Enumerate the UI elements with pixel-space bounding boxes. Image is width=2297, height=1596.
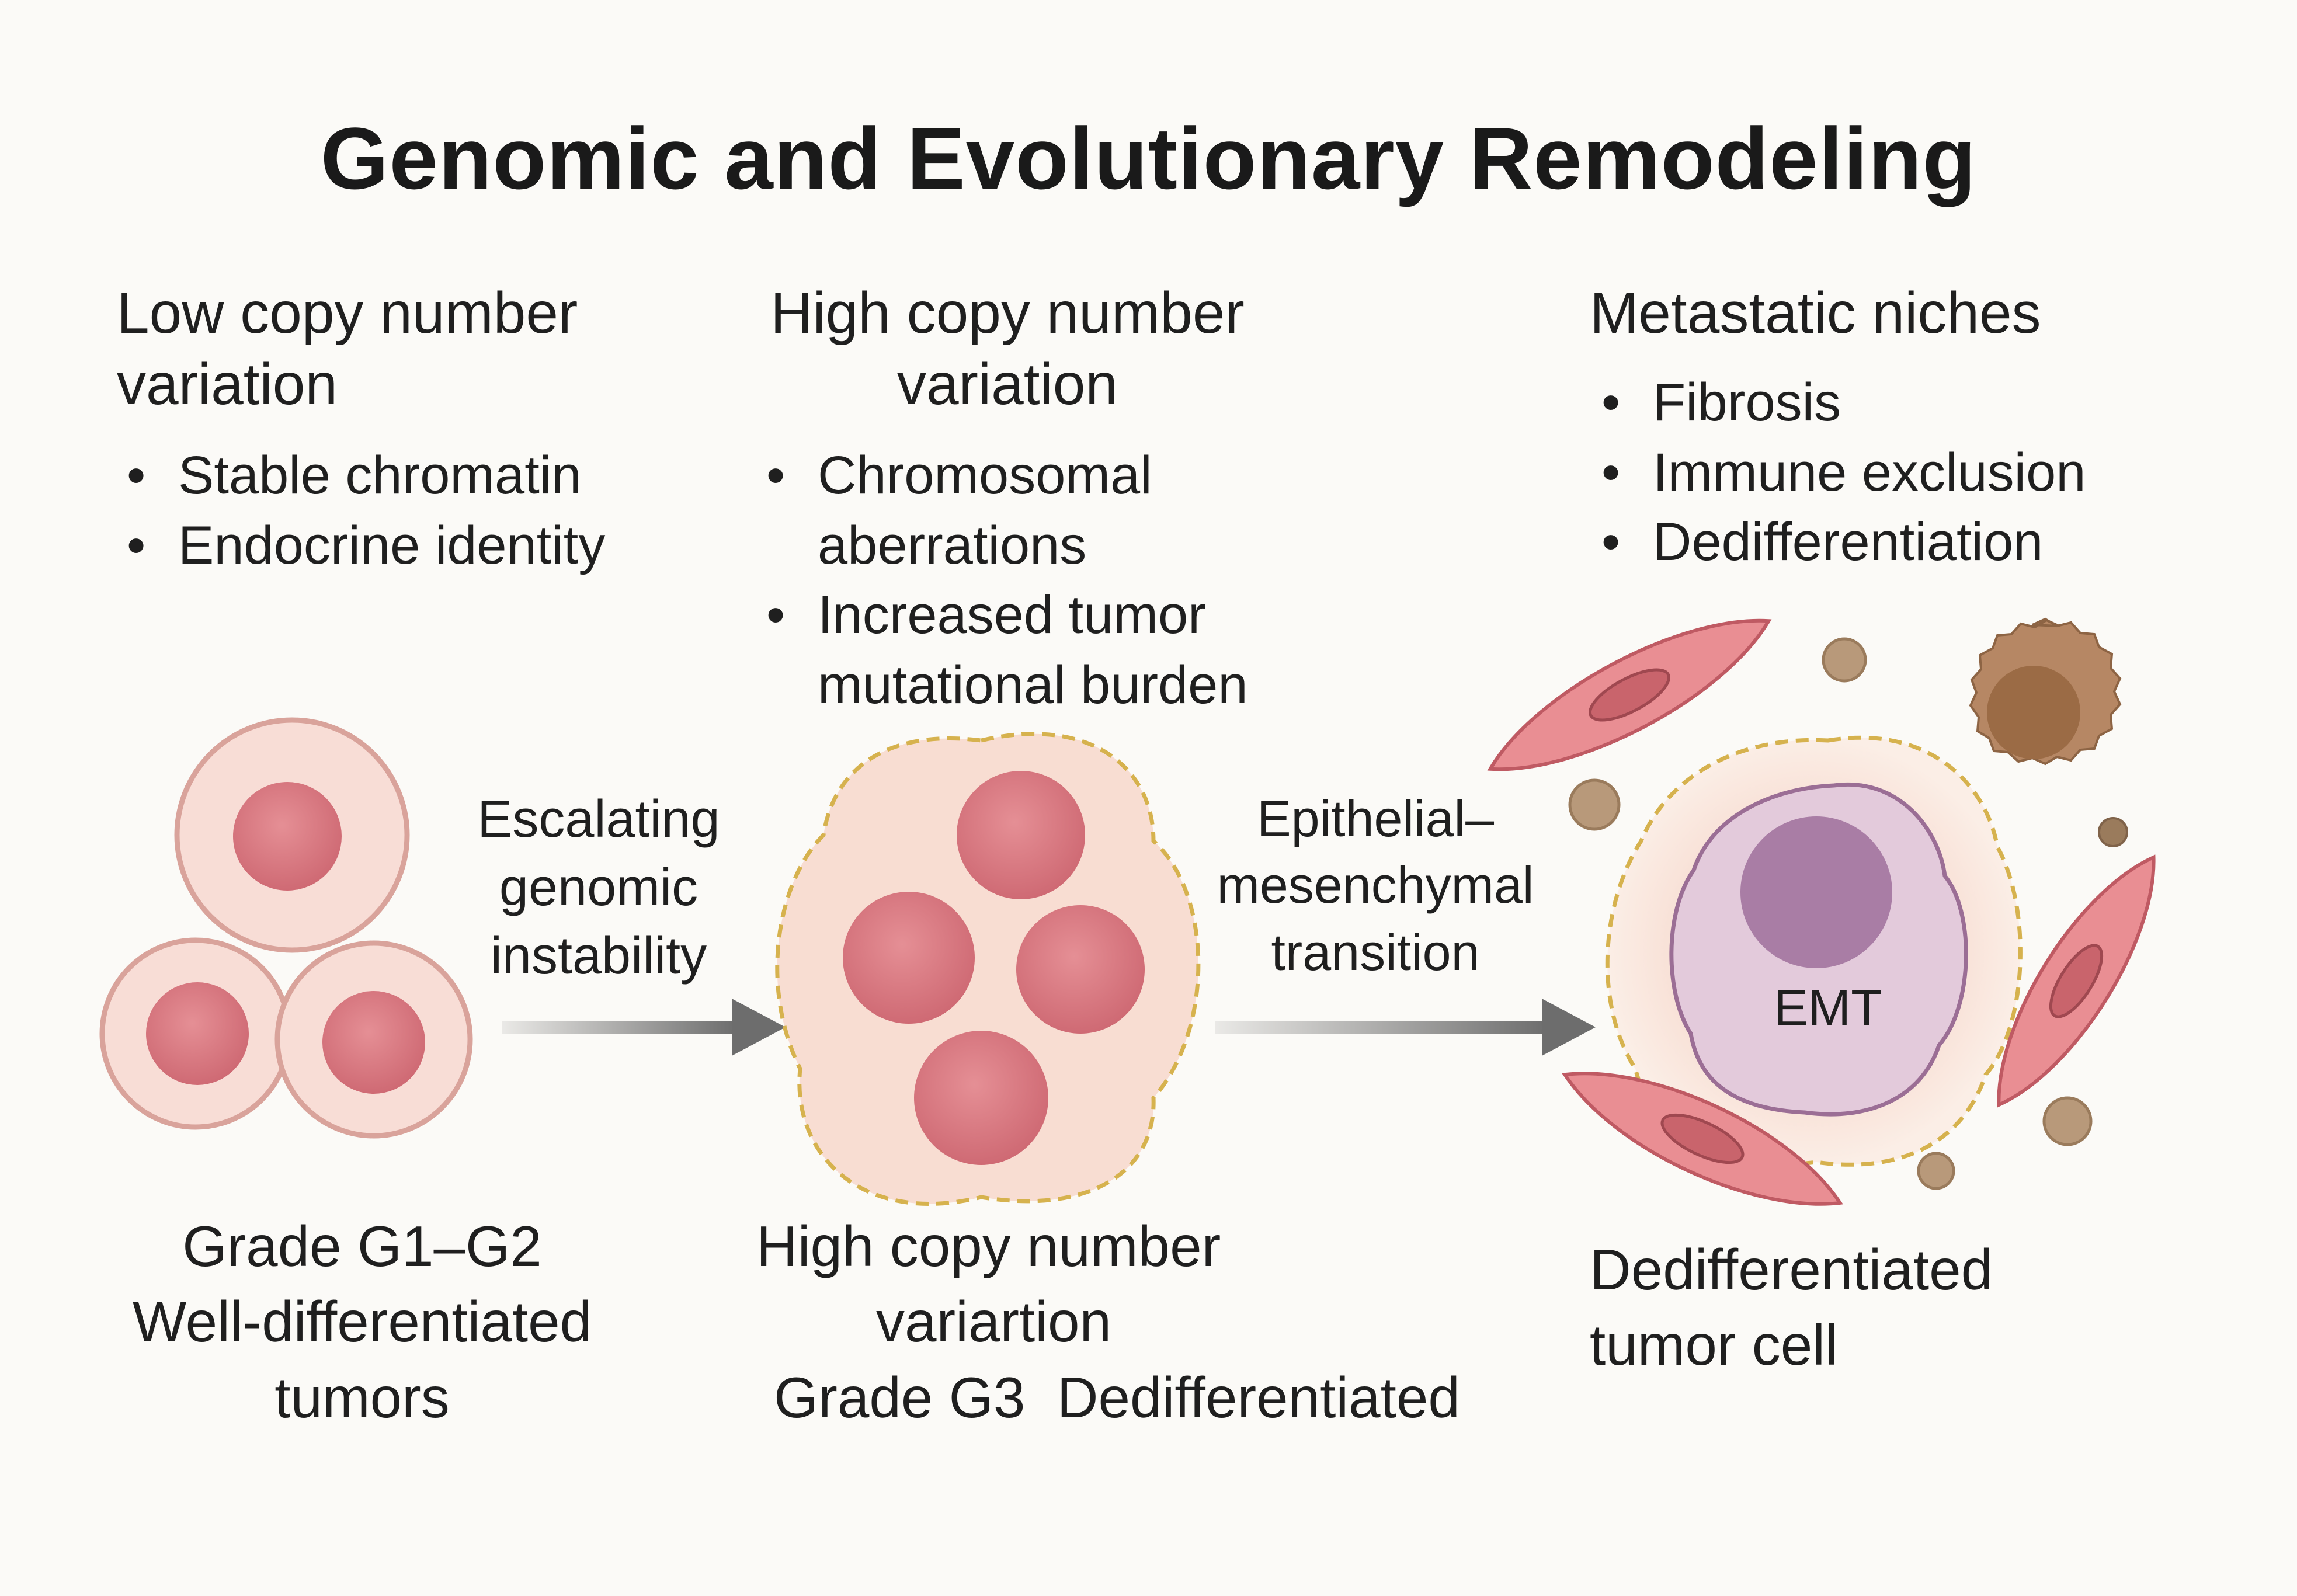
- tumor-nucleus: [914, 1031, 1048, 1165]
- emt-nucleus: [1740, 816, 1892, 968]
- stage2-bullet1-line2: aberrations: [818, 515, 1087, 575]
- arrow2-label: Epithelial– mesenchymal transition: [1209, 785, 1542, 986]
- stage2-heading: High copy number variation: [727, 277, 1288, 420]
- immune-particle: [1568, 778, 1621, 831]
- stage2-heading-line1: High copy number: [770, 280, 1245, 346]
- immune-particle: [2098, 817, 2128, 847]
- arrow1-label-line2: genomic: [499, 858, 699, 917]
- stage2-caption-line1: High copy number: [756, 1214, 1221, 1278]
- stage2-bullet-list: Chromosomal aberrations Increased tumor …: [759, 441, 1248, 720]
- tumor-nucleus: [843, 892, 975, 1024]
- stage3-caption: Dedifferentiated tumor cell: [1590, 1232, 1993, 1383]
- stage1-caption: Grade G1–G2 Well-differentiated tumors: [70, 1209, 654, 1435]
- stage2-bullet2-line2: mutational burden: [818, 655, 1248, 715]
- tumor-cell: [99, 937, 292, 1130]
- stage1-heading-line1: Low copy number: [117, 280, 578, 346]
- arrow2-label-line2: mesenchymal: [1217, 856, 1534, 915]
- stage1-heading: Low copy number variation: [117, 277, 578, 420]
- stage1-caption-line2: Well-differentiated: [132, 1289, 592, 1354]
- stage2-bullet: Chromosomal aberrations: [759, 441, 1248, 580]
- progression-arrow-1: [502, 999, 786, 1056]
- stage2-bullet: Increased tumor mutational burden: [759, 580, 1248, 720]
- arrow1-label-line1: Escalating: [477, 790, 720, 849]
- emt-cell-label: EMT: [1774, 979, 1882, 1037]
- fibroblast-cell: [1487, 618, 1772, 771]
- immune-particle: [1917, 1152, 1955, 1190]
- fibroblast-cell: [1562, 1072, 1843, 1206]
- progression-arrow-2: [1215, 999, 1596, 1056]
- arrow1-label-line3: instability: [490, 927, 707, 985]
- well-differentiated-cell-group: [99, 717, 473, 1139]
- tumor-nucleus: [957, 771, 1085, 899]
- stage1-caption-line1: Grade G1–G2: [182, 1214, 542, 1278]
- fibroblast-cell: [1997, 854, 2156, 1108]
- tumor-cell: [274, 940, 473, 1139]
- stage2-caption: High copy number variartion Grade G3 Ded…: [727, 1209, 1463, 1435]
- stage2-bullet2-line1: Increased tumor: [818, 585, 1206, 645]
- stage2-caption-line2: variartion: [876, 1289, 1112, 1354]
- stage3-bullet: Dedifferentiation: [1594, 507, 2086, 578]
- arrow2-label-line3: transition: [1271, 923, 1480, 981]
- tumor-nucleus: [1016, 905, 1145, 1034]
- metastatic-niche: [1487, 617, 2156, 1206]
- stage3-bullet: Immune exclusion: [1594, 438, 2086, 508]
- stage1-bullet: Stable chromatin: [120, 441, 605, 511]
- immune-particle: [1822, 637, 1867, 683]
- dedifferentiated-cell-cluster: [775, 732, 1201, 1206]
- stage1-bullet-list: Stable chromatin Endocrine identity: [120, 441, 605, 580]
- stage1-bullet: Endocrine identity: [120, 511, 605, 581]
- diagram-title: Genomic and Evolutionary Remodeling: [320, 109, 1977, 207]
- immune-cell: [1969, 617, 2122, 766]
- stage1-heading-line2: variation: [117, 352, 338, 417]
- stage3-bullet: Fibrosis: [1594, 368, 2086, 438]
- stage2-bullet1-line1: Chromosomal: [818, 446, 1152, 505]
- stage3-bullet-list: Fibrosis Immune exclusion Dedifferentiat…: [1594, 368, 2086, 578]
- tumor-cell: [174, 717, 410, 953]
- stage3-caption-line2: tumor cell: [1590, 1313, 1838, 1378]
- immune-particle: [2042, 1096, 2093, 1146]
- stage3-heading: Metastatic niches: [1590, 280, 2041, 346]
- arrow2-label-line1: Epithelial–: [1256, 790, 1495, 847]
- stage2-heading-line2: variation: [897, 352, 1118, 417]
- stage2-caption-line3: Grade G3 Dedifferentiated: [774, 1365, 1460, 1430]
- stage1-caption-line3: tumors: [274, 1365, 450, 1430]
- stage3-caption-line1: Dedifferentiated: [1590, 1237, 1993, 1302]
- arrow1-label: Escalating genomic instability: [461, 785, 736, 990]
